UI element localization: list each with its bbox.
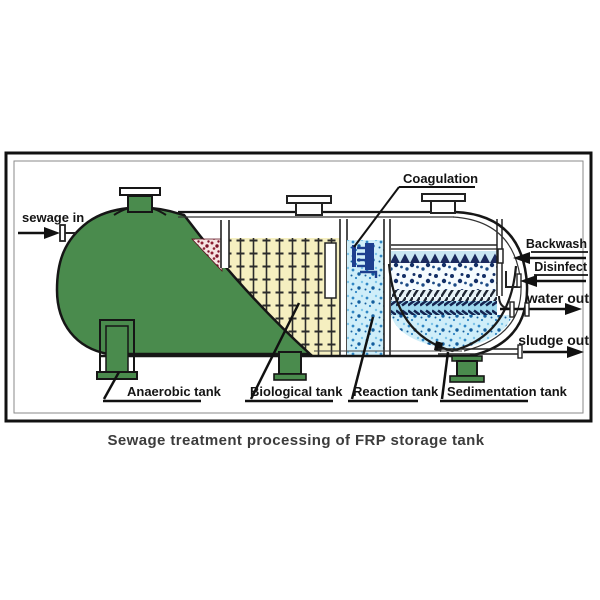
media-downcomer (324, 242, 337, 299)
manhole-3 (421, 193, 466, 214)
reaction-label: Reaction tank (353, 384, 439, 399)
inlet-flange (59, 224, 66, 242)
sewage-in-group: sewage in (18, 210, 84, 242)
anaerobic-label: Anaerobic tank (127, 384, 222, 399)
hatch-band (391, 290, 497, 301)
filter-media-band (391, 263, 497, 290)
sedimentation-label: Sedimentation tank (447, 384, 568, 399)
biological-leader (249, 302, 301, 400)
water-out-arrow (565, 303, 582, 315)
wall-biological-reaction (339, 219, 348, 356)
disinfect-arrow (520, 275, 537, 287)
water-out-label: water out (526, 290, 590, 306)
water-out-group: water out (500, 290, 590, 318)
sewage-in-label: sewage in (22, 210, 84, 225)
coagulation-device (352, 243, 378, 278)
diagram-caption: Sewage treatment processing of FRP stora… (108, 432, 485, 449)
wall-reaction-sedimentation (383, 219, 391, 356)
anaerobic-leader (102, 371, 121, 400)
manhole-1 (113, 187, 167, 216)
backwash-flange (497, 248, 504, 264)
anaerobic-label-group: Anaerobic tank (102, 371, 222, 403)
water-out-flange (509, 301, 515, 318)
disinfect-flange (516, 273, 522, 288)
sludge-out-arrow (567, 346, 584, 358)
backwash-arrow (513, 252, 530, 264)
chevron-band (391, 301, 497, 315)
coagulation-leader (353, 186, 400, 248)
sedimentation-leader (440, 351, 450, 400)
sedimentation-water (391, 315, 512, 350)
biological-label: Biological tank (250, 384, 343, 399)
biological-label-group: Biological tank (245, 302, 343, 403)
support-leg-3 (449, 355, 485, 383)
backwash-label: Backwash (526, 237, 587, 251)
reaction-label-group: Reaction tank (348, 316, 439, 403)
disinfect-label: Disinfect (534, 260, 588, 274)
sewage-in-arrow (44, 227, 60, 239)
support-grid-band (391, 251, 497, 263)
coagulation-group: Coagulation (353, 171, 478, 248)
sludge-out-group: sludge out (438, 332, 589, 359)
wall-anaerobic-biological (220, 220, 230, 268)
disinfect-group: Disinfect (505, 260, 588, 288)
support-leg-2 (273, 351, 307, 381)
manhole-2 (286, 195, 332, 216)
coagulation-label: Coagulation (403, 171, 478, 186)
sludge-flange (517, 344, 523, 359)
diagram-frame-inner (13, 160, 584, 414)
reaction-leader (350, 316, 375, 400)
sedimentation-layers (387, 244, 518, 353)
sedimentation-label-group: Sedimentation tank (440, 351, 568, 403)
sludge-out-label: sludge out (518, 332, 589, 348)
anaerobic-compartment (55, 206, 314, 356)
backwash-group: Backwash (497, 237, 588, 264)
